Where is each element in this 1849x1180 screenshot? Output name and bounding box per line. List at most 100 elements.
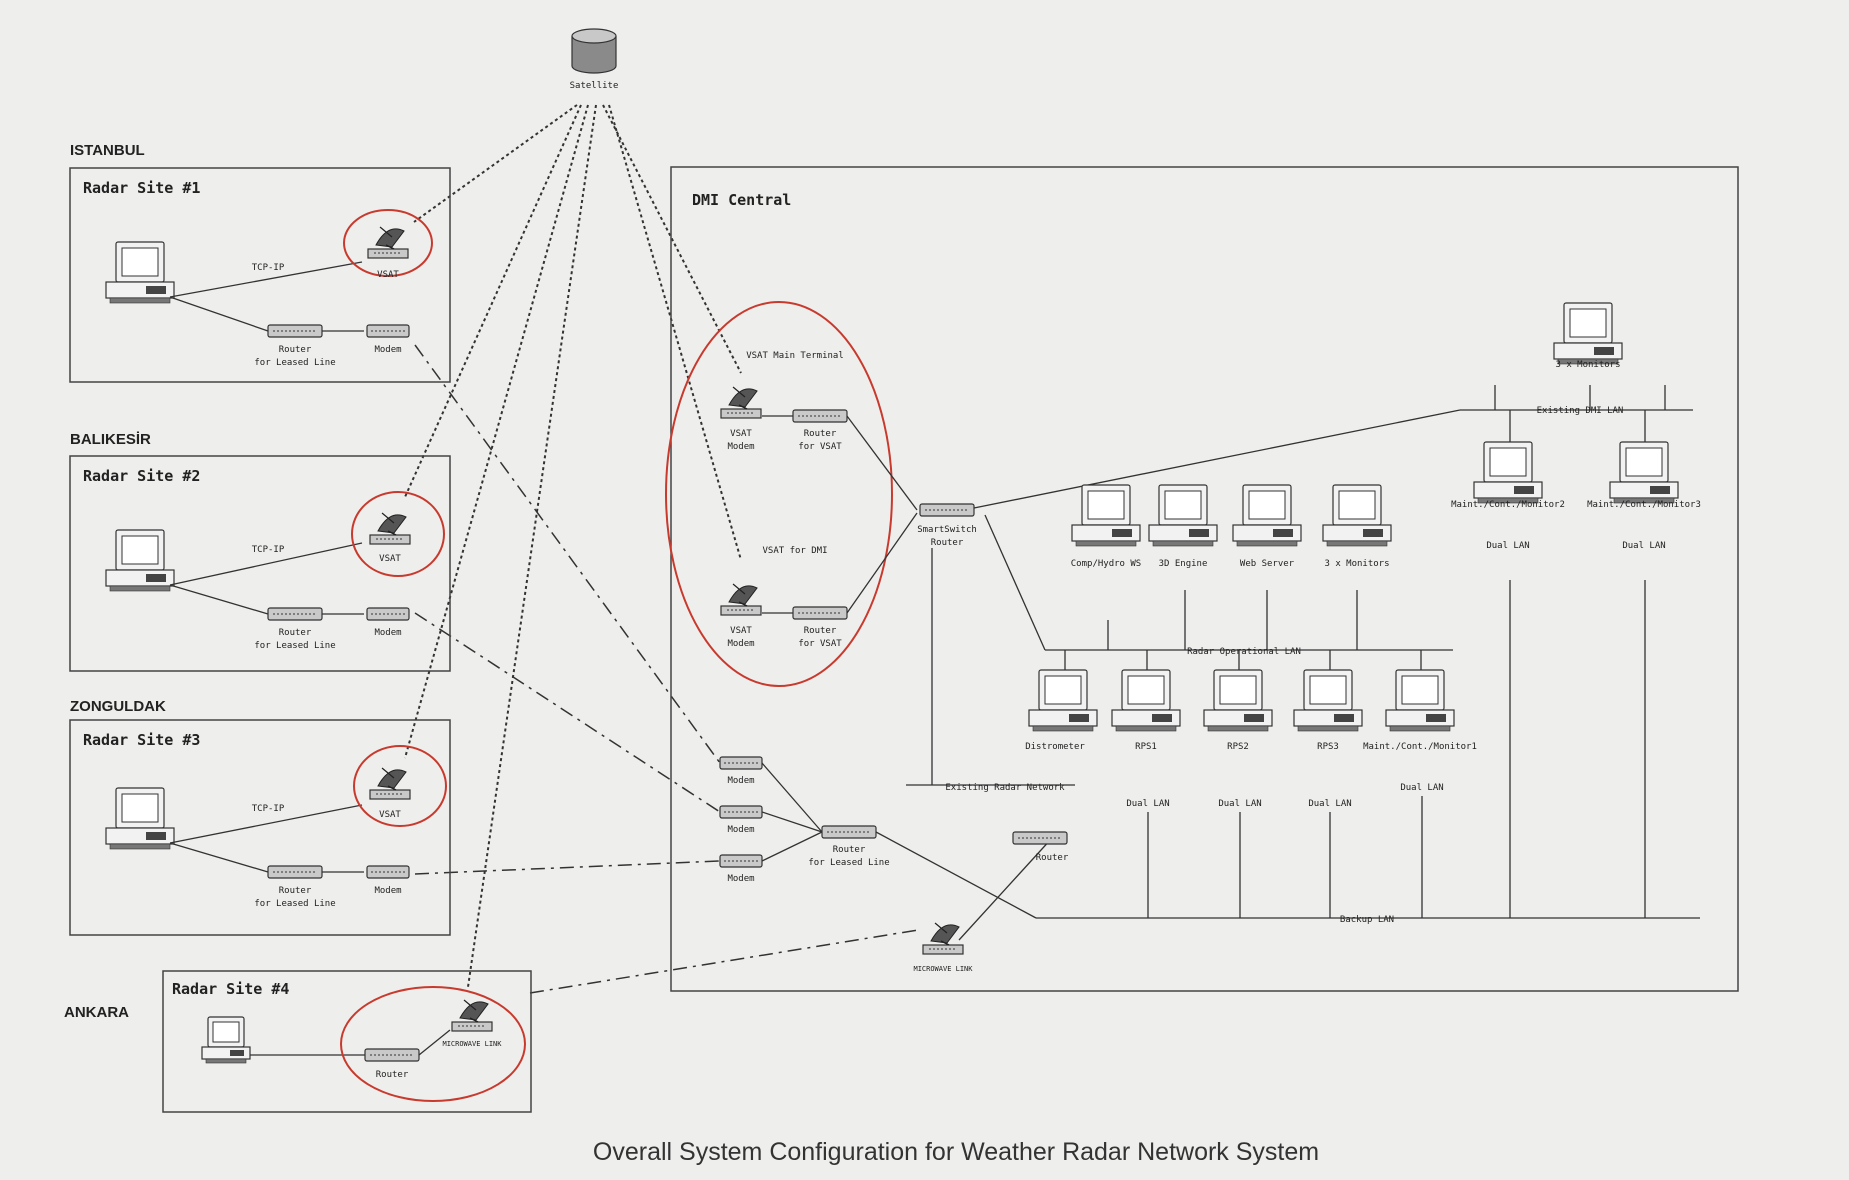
vsat-dish-icon xyxy=(369,512,411,545)
satellite-links xyxy=(404,104,742,988)
city-label-istanbul: ISTANBUL xyxy=(70,142,145,159)
router-for-vsat-icon xyxy=(792,606,848,620)
router-label-2: for Leased Line xyxy=(254,358,335,368)
3d-engine-label: 3D Engine xyxy=(1159,559,1208,569)
web-server-label: Web Server xyxy=(1240,559,1295,569)
central-title: DMI Central xyxy=(692,191,791,209)
site-title: Radar Site #3 xyxy=(83,731,200,749)
tcp-ip-label: TCP-IP xyxy=(252,545,285,555)
workstation-icon xyxy=(1473,441,1543,504)
backup-lan-label: Backup LAN xyxy=(1340,915,1394,925)
microwave-dish-icon xyxy=(922,922,964,955)
radar-site-4: Radar Site #4 Router MICROWAVE LINK xyxy=(162,970,532,1113)
modem-icon xyxy=(719,854,763,868)
tcp-ip-label: TCP-IP xyxy=(252,263,285,273)
vsat-modem-dish-icon xyxy=(720,386,762,419)
dual-lan-label: Dual LAN xyxy=(1308,799,1351,809)
monitors-top-label: 3 x Monitors xyxy=(1555,360,1620,370)
dmi-central: DMI Central VSAT Main Terminal VSAT for … xyxy=(665,166,1739,992)
workstation-icon xyxy=(1322,484,1392,547)
workstation-icon xyxy=(1071,484,1141,547)
router-leased-label: Router xyxy=(833,845,866,855)
workstation-icon xyxy=(201,1016,251,1064)
site-title: Radar Site #4 xyxy=(172,980,289,998)
router-label: Router xyxy=(279,628,312,638)
vsat-highlight xyxy=(343,209,433,277)
modem-label: Modem xyxy=(374,886,401,896)
vsat-modem-label-2: Modem xyxy=(727,639,754,649)
rps3-label: RPS3 xyxy=(1317,742,1339,752)
router-label: Router xyxy=(279,886,312,896)
smartswitch-router-icon xyxy=(919,503,975,517)
3-monitors-label: 3 x Monitors xyxy=(1324,559,1389,569)
leased-links xyxy=(414,344,919,994)
modem-icon xyxy=(366,607,410,621)
rps2-label: RPS2 xyxy=(1227,742,1249,752)
workstation-icon xyxy=(1553,302,1623,365)
distrometer-label: Distrometer xyxy=(1025,742,1085,752)
router-icon xyxy=(267,324,323,338)
microwave-label: MICROWAVE LINK xyxy=(442,1040,502,1048)
workstation-icon xyxy=(105,787,175,850)
vsat-dish-icon xyxy=(369,767,411,800)
router-label: Router xyxy=(279,345,312,355)
modem-label: Modem xyxy=(727,825,754,835)
maint-monitor1-label: Maint./Cont./Monitor1 xyxy=(1363,742,1477,752)
router-icon xyxy=(1012,831,1068,845)
dual-lan-label: Dual LAN xyxy=(1218,799,1261,809)
router-icon xyxy=(267,865,323,879)
workstation-icon xyxy=(1385,669,1455,732)
workstation-icon xyxy=(1293,669,1363,732)
radar-site-3: Radar Site #3 TCP-IP VSAT Router for Lea… xyxy=(69,719,451,936)
maint-monitor3-label: Maint./Cont./Monitor3 xyxy=(1587,500,1701,510)
vsat-dish-icon xyxy=(367,226,409,259)
vsat-main-terminal-label: VSAT Main Terminal xyxy=(746,351,844,361)
router-for-vsat-label-2: for VSAT xyxy=(798,442,842,452)
router-label-2: for Leased Line xyxy=(254,641,335,651)
router-label-2: for Leased Line xyxy=(254,899,335,909)
workstation-icon xyxy=(1203,669,1273,732)
comp-hydro-label: Comp/Hydro WS xyxy=(1071,559,1141,569)
site-title: Radar Site #1 xyxy=(83,179,200,197)
city-label-ankara: ANKARA xyxy=(64,1004,129,1021)
router-icon xyxy=(364,1048,420,1062)
existing-radar-network-label: Existing Radar Network xyxy=(945,783,1065,793)
city-label-balikesir: BALIKESİR xyxy=(70,431,151,448)
vsat-label: VSAT xyxy=(379,554,401,564)
vsat-highlight xyxy=(353,745,447,827)
satellite-database-icon xyxy=(571,28,617,74)
router-for-leased-line-icon xyxy=(821,825,877,839)
router-for-vsat-icon xyxy=(792,409,848,423)
city-label-zonguldak: ZONGULDAK xyxy=(70,698,166,715)
workstation-icon xyxy=(1111,669,1181,732)
rps1-label: RPS1 xyxy=(1135,742,1157,752)
dual-lan-label: Dual LAN xyxy=(1622,541,1665,551)
modem-icon xyxy=(366,865,410,879)
vsat-for-dmi-label: VSAT for DMI xyxy=(762,546,827,556)
modem-label: Modem xyxy=(727,874,754,884)
vsat-modem-dish-icon xyxy=(720,583,762,616)
maint-monitor2-label: Maint./Cont./Monitor2 xyxy=(1451,500,1565,510)
vsat-modem-label-2: Modem xyxy=(727,442,754,452)
satellite-label: Satellite xyxy=(570,81,619,91)
radar-site-2: Radar Site #2 TCP-IP VSAT Router for Lea… xyxy=(69,455,451,672)
router-for-vsat-label: Router xyxy=(804,429,837,439)
vsat-terminal-highlight xyxy=(665,301,893,687)
radar-site-1: Radar Site #1 TCP-IP VSAT Router for Lea… xyxy=(69,167,451,383)
site-title: Radar Site #2 xyxy=(83,467,200,485)
existing-dmi-lan-label: Existing DMI LAN xyxy=(1537,406,1624,416)
diagram-caption: Overall System Configuration for Weather… xyxy=(593,1138,1319,1166)
router-label: Router xyxy=(1036,853,1069,863)
dual-lan-label: Dual LAN xyxy=(1400,783,1443,793)
tcp-ip-label: TCP-IP xyxy=(252,804,285,814)
modem-label: Modem xyxy=(374,345,401,355)
router-for-vsat-label-2: for VSAT xyxy=(798,639,842,649)
microwave-dish-icon xyxy=(451,999,493,1032)
dual-lan-label: Dual LAN xyxy=(1126,799,1169,809)
microwave-label: MICROWAVE LINK xyxy=(913,965,973,973)
smartswitch-label-2: Router xyxy=(931,538,964,548)
modem-icon xyxy=(719,756,763,770)
modem-icon xyxy=(719,805,763,819)
workstation-icon xyxy=(105,529,175,592)
